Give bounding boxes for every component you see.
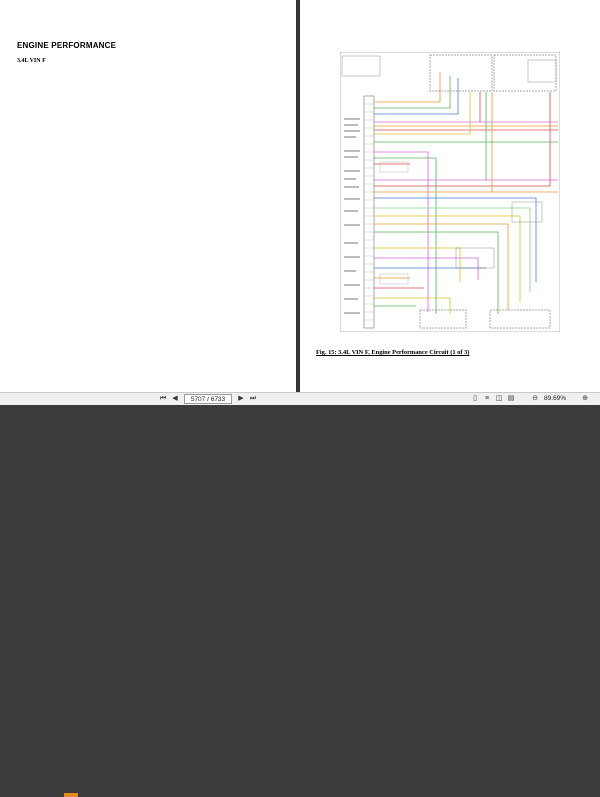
pdf-page-right: Fig. 15: 3.4L VIN F, Engine Performance …	[300, 0, 600, 392]
single-page-icon[interactable]: ▯	[473, 395, 477, 402]
scroll-page-icon[interactable]: ▤	[507, 395, 515, 402]
status-bar: ⏮ ◀ ▶ ⏭ ▯ ≡ ◫ ▤ ⊖ 89.69% ⊕	[0, 392, 600, 797]
first-page-icon[interactable]: ⏮	[159, 395, 167, 402]
next-page-icon[interactable]: ▶	[238, 395, 244, 402]
status-accent-mark	[64, 793, 78, 797]
prev-page-icon[interactable]: ◀	[172, 395, 178, 402]
two-page-icon[interactable]: ◫	[495, 395, 503, 402]
page-heading: ENGINE PERFORMANCE	[17, 41, 117, 50]
page-subheading: 3.4L VIN F	[17, 58, 46, 64]
document-viewer[interactable]: ENGINE PERFORMANCE 3.4L VIN F	[0, 0, 600, 392]
zoom-level[interactable]: 89.69%	[544, 395, 567, 402]
pdf-page-left: ENGINE PERFORMANCE 3.4L VIN F	[0, 0, 296, 392]
zoom-out-icon[interactable]: ⊖	[532, 395, 538, 402]
zoom-in-icon[interactable]: ⊕	[582, 395, 588, 402]
figure-caption: Fig. 15: 3.4L VIN F, Engine Performance …	[316, 349, 470, 356]
last-page-icon[interactable]: ⏭	[249, 395, 257, 402]
continuous-page-icon[interactable]: ≡	[484, 395, 490, 402]
wiring-diagram	[340, 52, 560, 332]
page-number-input[interactable]	[184, 394, 232, 404]
